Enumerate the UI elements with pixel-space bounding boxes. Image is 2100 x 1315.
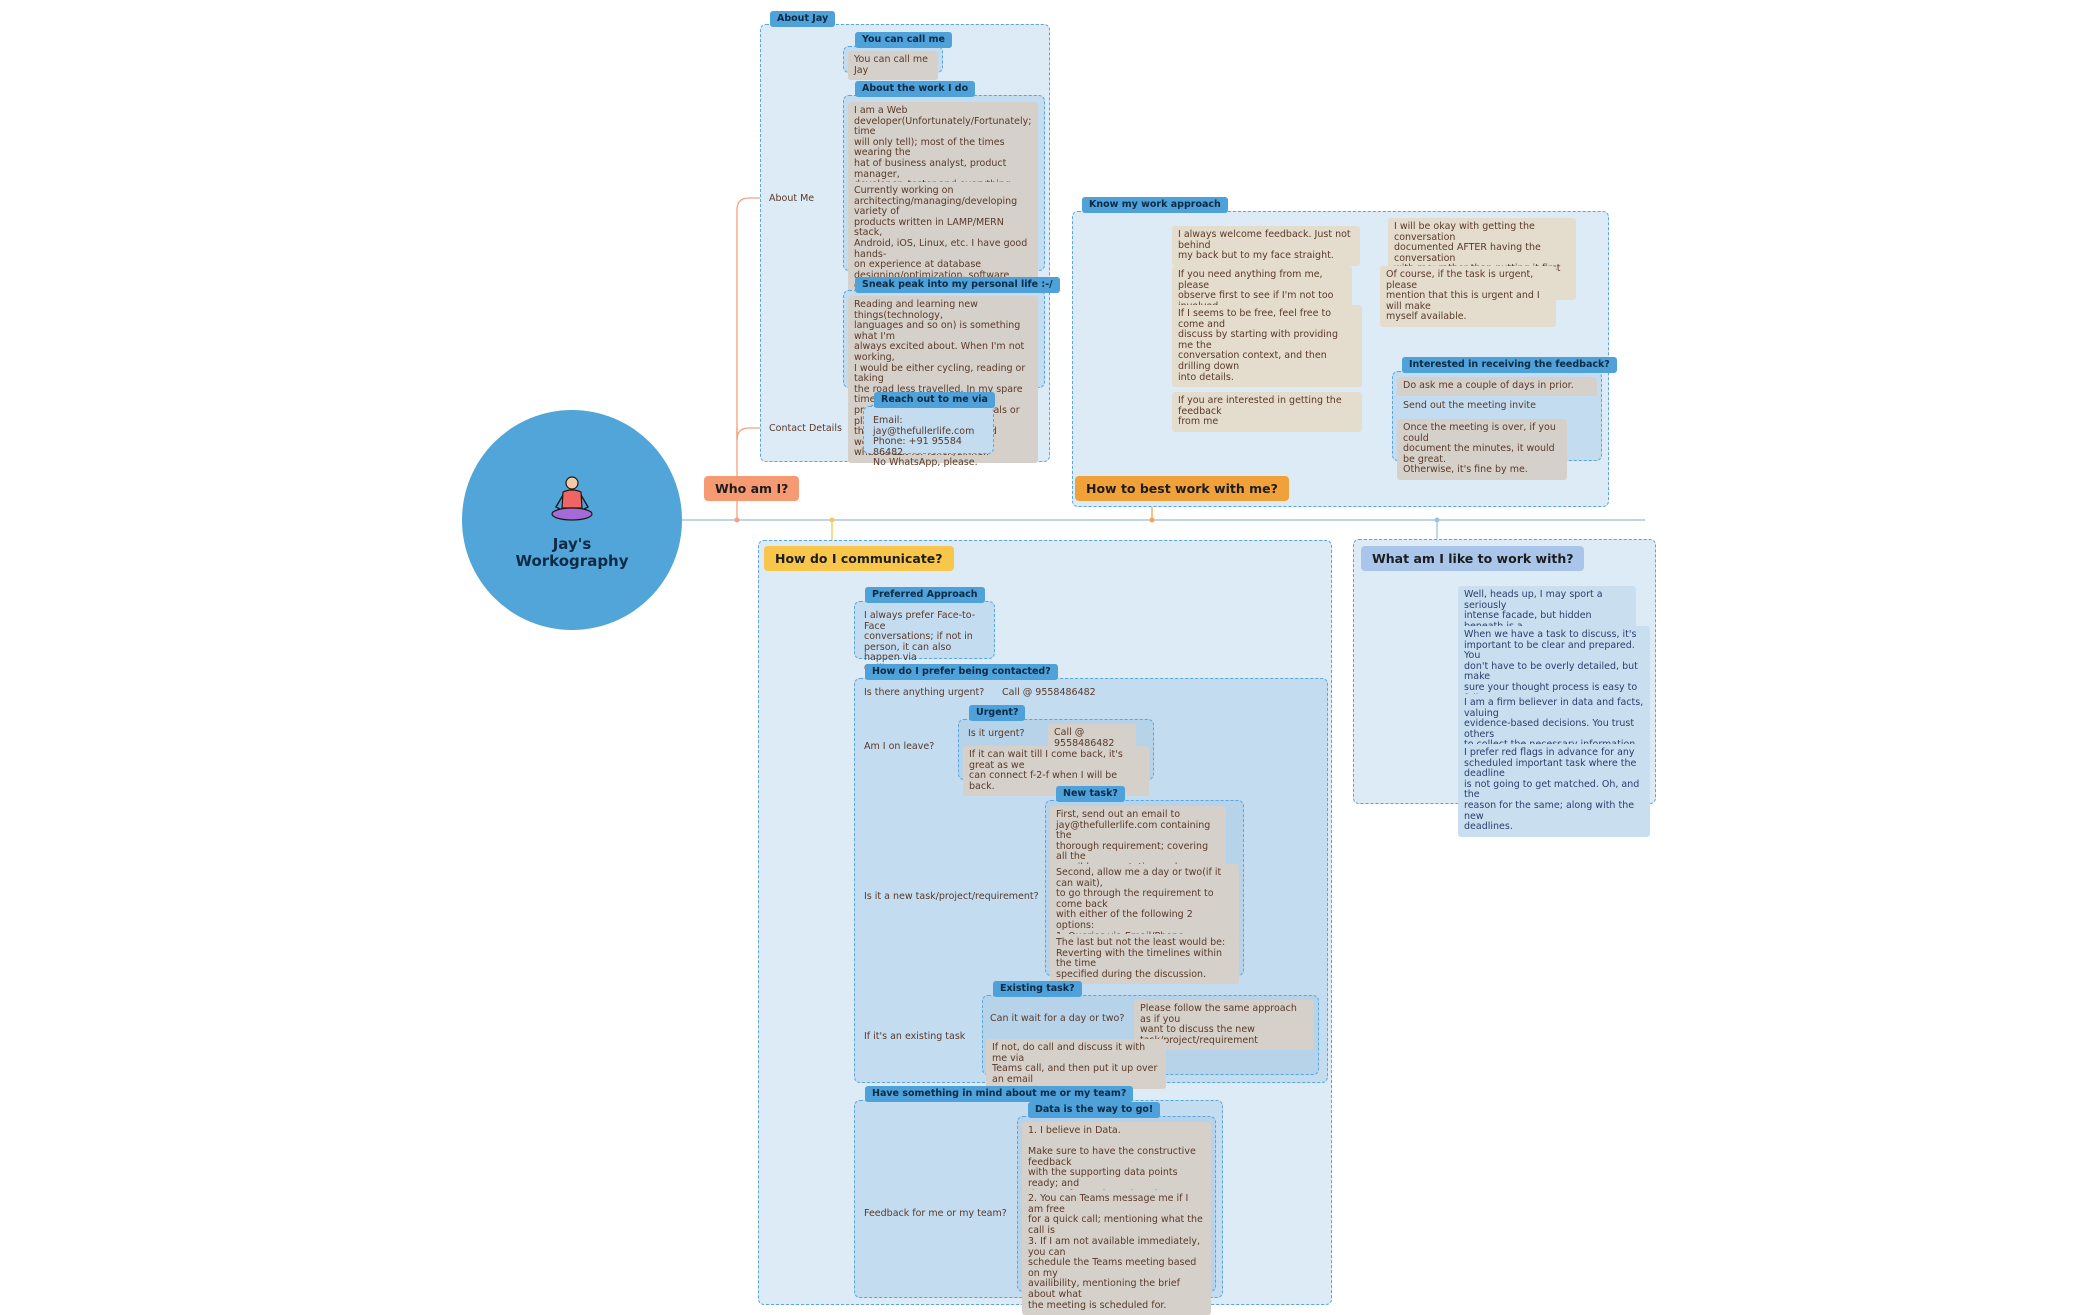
work-tag: About the work I do [855,81,976,97]
branch-communicate[interactable]: How do I communicate? [764,546,954,571]
new-task-question[interactable]: Is it a new task/project/requirement? [864,891,1039,902]
branch-how-to-work[interactable]: How to best work with me? [1075,476,1289,501]
preferred-frame [854,601,995,659]
feedback-question[interactable]: Feedback for me or my team? [864,1208,1007,1219]
reach-tag: Reach out to me via [874,392,995,408]
existing-tag: Existing task? [993,981,1082,997]
existing-not-note[interactable]: If not, do call and discuss it with me v… [986,1039,1166,1090]
call-me-note[interactable]: You can call me Jay [848,51,938,81]
leave-urgent-question[interactable]: Is it urgent? [968,728,1025,739]
existing-question[interactable]: If it's an existing task [864,1031,966,1042]
preferred-tag: Preferred Approach [865,587,985,603]
feedback-item-1[interactable]: Do ask me a couple of days in prior. [1397,377,1597,396]
about-me-label[interactable]: About Me [769,193,815,204]
call-me-tag: You can call me [855,32,952,48]
central-topic-title: Jay's Workography [515,535,629,570]
mind-tag: Have something in mind about me or my te… [865,1086,1134,1102]
reach-frame [863,406,994,454]
meditating-person-icon [551,476,593,521]
reach-note[interactable]: Email: jay@thefullerlife.com Phone: +91 … [873,415,978,469]
feedback-item-3[interactable]: Once the meeting is over, if you could d… [1397,419,1567,480]
feedback-tag: Interested in receiving the feedback? [1402,357,1617,373]
approach-item-3[interactable]: If I seems to be free, feel free to come… [1172,305,1362,388]
like-note-4[interactable]: I prefer red flags in advance for any sc… [1458,744,1650,837]
contact-details-label[interactable]: Contact Details [769,423,842,434]
urgent-answer[interactable]: Call @ 9558486482 [1002,687,1096,698]
data-tag: Data is the way to go! [1028,1102,1161,1118]
leave-question[interactable]: Am I on leave? [864,741,935,752]
approach-item-4[interactable]: If you are interested in getting the fee… [1172,392,1362,432]
approach-item-2-note[interactable]: Of course, if the task is urgent, please… [1380,266,1556,327]
approach-item-1[interactable]: I always welcome feedback. Just not behi… [1172,226,1360,266]
approach-tag: Know my work approach [1082,197,1228,213]
contact-tag: How do I prefer being contacted? [865,664,1058,680]
about-jay-tag: About Jay [770,11,836,27]
leave-tag: Urgent? [969,705,1026,721]
existing-wait-question[interactable]: Can it wait for a day or two? [990,1013,1125,1024]
data-note-3[interactable]: 3. If I am not available immediately, yo… [1022,1233,1211,1315]
new-task-note-3[interactable]: The last but not the least would be: Rev… [1050,934,1239,985]
new-task-tag: New task? [1056,786,1125,802]
branch-who-am-i[interactable]: Who am I? [704,476,800,501]
feedback-item-2[interactable]: Send out the meeting invite [1403,400,1537,411]
branch-what-am-i-like[interactable]: What am I like to work with? [1361,546,1585,571]
urgent-question[interactable]: Is there anything urgent? [864,687,985,698]
life-tag: Sneak peak into my personal life :-/ [855,277,1060,293]
